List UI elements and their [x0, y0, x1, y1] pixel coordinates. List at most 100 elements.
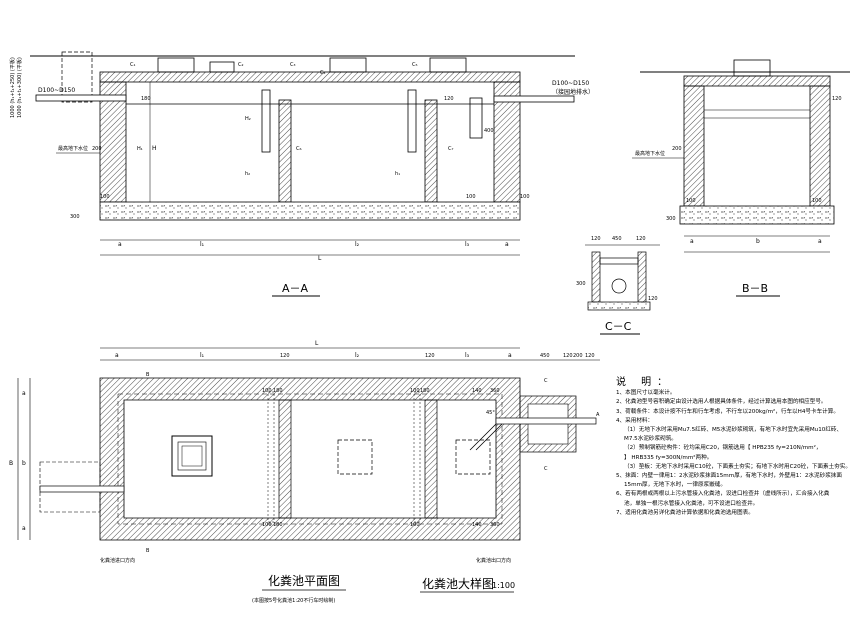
aa-outlet-pipe	[493, 95, 575, 103]
cc-cover	[599, 257, 639, 265]
cc-right-wall	[637, 251, 647, 303]
note-item: （1）无地下水时采用Mu7.5红砖、M5水泥砂浆砌筑，有地下水时宜先采用Mu10…	[624, 427, 843, 434]
cc-pipe	[611, 278, 627, 294]
plan-outlet-label: 化粪池出口方向	[476, 557, 511, 564]
aa-riser-2	[329, 57, 367, 73]
aa-cover-slab	[99, 71, 521, 83]
aa-slab-c5: C₅	[412, 62, 418, 68]
aa-water-label: 最高地下水位	[58, 145, 88, 152]
note-item: 15mm厚，无地下水时，一律原浆嵌缝。	[624, 482, 726, 489]
plan-inner-180c: 180	[273, 522, 283, 528]
aa-pipe-in-label: D100~D150	[38, 87, 75, 94]
note-item: 3、荷载条件：本设计按不行车和行车考虑，不行车以200kg/m²，行车以H4号卡…	[616, 408, 839, 415]
plan-dim-200: 200	[573, 353, 583, 359]
aa-riser-4	[209, 61, 235, 73]
plan-dim-a2: a	[508, 352, 512, 359]
aa-dim-H: H	[152, 145, 157, 152]
aa-dim-a1: a	[118, 241, 122, 248]
aa-slab-c1: C₁	[130, 62, 136, 68]
bb-dim-120: 120	[832, 96, 842, 102]
plan-partition-2	[424, 399, 438, 519]
plan-view: L a l₁ 120 l₂ 120 l₃ a 450 120 200 120 a…	[9, 340, 600, 604]
plan-dim-l1: l₁	[200, 352, 205, 359]
aa-dim-h1: h₁	[395, 171, 400, 177]
note-item: M7.5水泥砂浆砌筑。	[624, 436, 677, 443]
detail-title: 化粪池大样图	[422, 576, 494, 591]
aa-dim-L: L	[318, 255, 322, 262]
aa-inlet-well	[61, 51, 93, 103]
aa-dim-a2: a	[505, 241, 509, 248]
aa-rot-dim-2: 1000 (h₁+t₁+300) (平板)	[16, 57, 23, 118]
plan-inlet-label: 化粪池进口方向	[100, 557, 135, 564]
bb-dim-200: 200	[672, 146, 682, 152]
cc-dim-450: 450	[612, 236, 622, 242]
detail-scale: 1:100	[492, 581, 515, 590]
plan-inner-100c: 100	[262, 522, 272, 528]
plan-subtitle: (本图按5号化粪池1:20不行车时绘制)	[252, 597, 335, 604]
aa-dim-H2: H₂	[245, 116, 251, 122]
aa-dim-300: 300	[70, 214, 80, 220]
aa-partition-2	[424, 99, 438, 203]
plan-inner-140b: 140	[472, 522, 482, 528]
bb-right-wall	[809, 85, 831, 207]
plan-title: 化粪池平面图	[268, 574, 340, 588]
aa-dim-180: 180	[141, 96, 151, 102]
aa-dim-400: 400	[484, 128, 494, 134]
plan-dim-120d: 120	[585, 353, 595, 359]
aa-riser-3	[429, 57, 467, 73]
aa-slab-c6: C₆	[296, 146, 302, 152]
bb-dim-b: b	[756, 238, 760, 245]
plan-inner-100b: 100	[410, 388, 420, 394]
plan-outer-wall	[99, 377, 521, 541]
plan-dim-120c: 120	[563, 353, 573, 359]
note-item: 5、抹面：内壁一律用1：2水泥砂浆抹面15mm厚，有地下水时，外壁用1：2水泥砂…	[616, 473, 842, 480]
aa-dim-200: 200	[92, 146, 102, 152]
plan-manhole-1	[171, 435, 213, 477]
plan-inner-360b: 360	[490, 522, 500, 528]
aa-rot-dim-1: 1000 (h₁+t₁+250) (平板)	[9, 57, 16, 118]
plan-dim-450: 450	[540, 353, 550, 359]
bb-riser	[733, 59, 771, 77]
aa-tee-1	[261, 89, 271, 153]
aa-dim-100c: 100	[520, 194, 530, 200]
notes-title: 说 明：	[616, 377, 674, 388]
cc-dim-120c: 120	[648, 296, 658, 302]
bb-dim-100b: 100	[812, 198, 822, 204]
plan-inner-180b: 180	[420, 388, 430, 394]
bb-dim-100a: 100	[686, 198, 696, 204]
aa-slab-c4: C₄	[320, 70, 326, 76]
note-item: 】 HRB335 fy=300N/mm²两种。	[624, 454, 713, 461]
plan-dim-a1: a	[115, 352, 119, 359]
plan-manhole-2	[337, 439, 373, 475]
aa-pipe-out-label: D100~D150	[552, 80, 589, 87]
aa-dim-l3: l₃	[465, 241, 470, 248]
cc-label: C－C	[605, 320, 632, 333]
aa-dim-100a: 100	[100, 194, 110, 200]
plan-angle: 45°	[486, 410, 495, 416]
section-cc: 120 450 120 300 120 C－C	[576, 236, 660, 335]
note-item: 2、化粪池型号容积确定由设计选用人根据具体条件，经过计算选用本图的相应型号。	[616, 399, 827, 406]
plan-inner-100d: 100	[410, 522, 420, 528]
plan-cut-c-bot: C	[544, 466, 548, 472]
aa-inlet-pipe	[35, 94, 127, 102]
plan-inner-180a: 180	[273, 388, 283, 394]
aa-slab-c2: C₂	[238, 62, 244, 68]
plan-dim-left-a2: a	[22, 525, 26, 532]
note-item: 4、采用材料：	[616, 417, 654, 424]
aa-slab-c7: C₇	[448, 146, 454, 152]
aa-dim-100b: 100	[466, 194, 476, 200]
plan-outlet-pipe	[495, 417, 597, 425]
cc-dim-120b: 120	[636, 236, 646, 242]
section-aa: 1000 (h₁+t₁+250) (平板) 1000 (h₁+t₁+300) (…	[9, 51, 594, 297]
bb-left-wall	[683, 85, 705, 207]
bb-label: B－B	[742, 282, 768, 295]
aa-out-note: （接园地排水）	[552, 88, 594, 96]
cc-dim-300: 300	[576, 281, 586, 287]
plan-cut-a: A	[596, 412, 600, 418]
cc-left-wall	[591, 251, 601, 303]
aa-dim-l2: l₂	[355, 241, 360, 248]
bb-dim-a1: a	[690, 238, 694, 245]
aa-dim-l1: l₁	[200, 241, 205, 248]
aa-riser-1	[157, 57, 195, 73]
